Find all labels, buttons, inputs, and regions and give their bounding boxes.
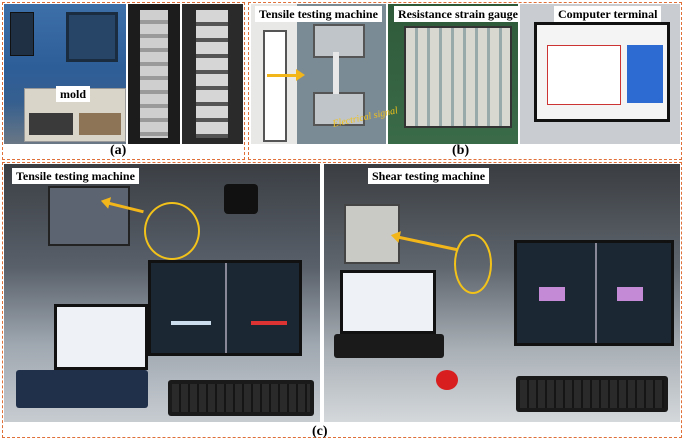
- panel-b-photo-computer: Computer terminal: [520, 4, 680, 144]
- mold-left-cavity: [29, 113, 73, 135]
- panel-c-frame: [2, 162, 682, 438]
- mold-label: mold: [56, 86, 91, 102]
- panel-a-frame: [2, 2, 245, 160]
- monitor-chart: [547, 45, 621, 105]
- tensile-laptop-screen: [54, 304, 148, 370]
- tensile-monitor: [148, 260, 302, 356]
- specimen-strip-dark: [196, 10, 228, 138]
- monitor-bar-left: [171, 321, 211, 325]
- panel-b-frame: [248, 2, 682, 160]
- strain-gauge-box: [404, 26, 512, 128]
- shear-laptop-base: [334, 334, 444, 358]
- panel-b-photo-strain: Resistance strain gauge: [388, 4, 518, 144]
- control-panel: [10, 12, 34, 56]
- panel-b-photo-tensile: Tensile testing machine: [251, 4, 386, 144]
- panel-c-photo-tensile: Tensile testing machine: [4, 164, 320, 422]
- tensile-label-c: Tensile testing machine: [12, 168, 139, 184]
- computer-monitor: [534, 22, 670, 122]
- shear-monitor-split: [595, 243, 597, 343]
- panel-b-tag: (b): [452, 143, 470, 158]
- panel-a-photo-specimens-dark: [182, 4, 243, 144]
- specimen-arrow: [267, 69, 305, 81]
- upper-grip: [313, 24, 365, 58]
- shear-keyboard: [516, 376, 668, 412]
- tensile-label-b: Tensile testing machine: [255, 6, 382, 22]
- monitor-split: [225, 263, 227, 353]
- monitor-bar-right: [251, 321, 287, 325]
- camera: [224, 184, 258, 214]
- mold-right-cavity: [79, 113, 121, 135]
- panel-c-tag: (c): [312, 424, 328, 439]
- shear-laptop-screen: [340, 270, 436, 334]
- tensile-laptop-base: [16, 370, 148, 408]
- panel-a-photo-machine: mold: [4, 4, 126, 144]
- lower-grip: [313, 92, 365, 126]
- specimen-drawing: [263, 30, 287, 142]
- oven-window: [66, 12, 118, 62]
- panel-c-photo-shear: Shear testing machine: [324, 164, 680, 422]
- shear-specimen-left: [539, 287, 565, 301]
- tensile-highlight-ring: [144, 202, 200, 260]
- tensile-keyboard: [168, 380, 314, 416]
- shear-specimen-right: [617, 287, 643, 301]
- monitor-sidebar: [627, 45, 663, 103]
- mouse: [436, 370, 458, 390]
- panel-a-tag: (a): [110, 143, 127, 158]
- strain-label: Resistance strain gauge: [394, 6, 518, 22]
- computer-label: Computer terminal: [554, 6, 662, 22]
- tensile-frame: [48, 186, 130, 246]
- shear-highlight-ring: [454, 234, 492, 294]
- specimen-in-grip: [333, 52, 339, 94]
- panel-a-photo-specimens-light: [128, 4, 180, 144]
- shear-monitor: [514, 240, 674, 346]
- shear-label: Shear testing machine: [368, 168, 490, 184]
- specimen-strip: [140, 10, 168, 138]
- shear-arrow: [398, 235, 458, 252]
